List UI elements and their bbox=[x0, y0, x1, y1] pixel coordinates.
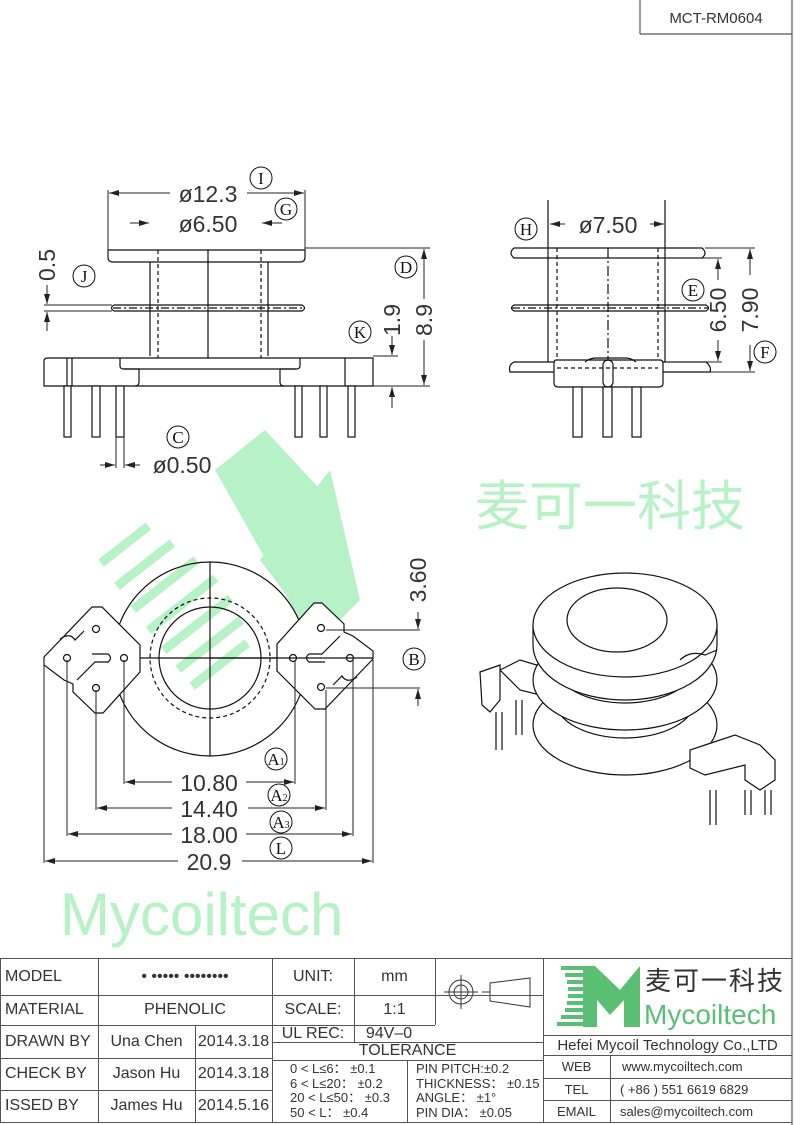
pin-pad-right bbox=[276, 602, 374, 710]
balloon-h: H bbox=[520, 220, 532, 239]
dim-overall-height: 7.90 bbox=[737, 288, 763, 333]
dim-l: 20.9 bbox=[187, 849, 232, 875]
dim-winding-height: 6.50 bbox=[705, 288, 731, 333]
unit-label: UNIT: bbox=[293, 967, 333, 985]
dim-inner-width: ø7.50 bbox=[579, 212, 638, 238]
front-view bbox=[43, 249, 374, 438]
scale-value: 1:1 bbox=[383, 1001, 406, 1018]
logo-chinese: 麦可一科技 bbox=[645, 966, 786, 997]
balloon-d: D bbox=[400, 258, 412, 277]
tel-label: TEL bbox=[564, 1081, 589, 1097]
dim-pin-diameter: ø0.50 bbox=[153, 452, 212, 478]
front-view-dimensions bbox=[44, 190, 430, 468]
email-label: EMAIL bbox=[556, 1103, 596, 1119]
balloon-a1: A1 bbox=[267, 750, 284, 769]
balloon-b: B bbox=[408, 650, 419, 669]
drawing-number: MCT-RM0604 bbox=[669, 10, 762, 27]
front-pins bbox=[63, 385, 356, 438]
side-view-labels: H ø7.50 E 6.50 7.90 F bbox=[514, 212, 777, 364]
dim-total-height: 8.9 bbox=[411, 304, 437, 336]
dim-slot-thickness: 0.5 bbox=[34, 249, 60, 281]
side-view-dimensions bbox=[550, 221, 755, 373]
pin-pad-left bbox=[43, 606, 141, 714]
tolerance-ranges: 0 < L≤6： ±0.1 6 < L≤20： ±0.2 20 < L≤50： … bbox=[290, 1061, 390, 1120]
drawn-by-label: DRAWN BY bbox=[5, 1032, 91, 1050]
balloon-j: J bbox=[81, 267, 88, 286]
logo-stripes bbox=[557, 966, 583, 1026]
bottom-view-labels: 3.60 B 10.80 14.40 18.00 20.9 A1 A2 A3 L bbox=[180, 558, 431, 875]
side-view bbox=[508, 200, 712, 438]
tolerance-range: 6 < L≤20： ±0.2 bbox=[290, 1075, 383, 1091]
tolerance-item: PIN DIA： ±0.05 bbox=[416, 1104, 513, 1120]
balloon-i: I bbox=[258, 169, 264, 188]
watermark-latin: Mycoiltech bbox=[60, 881, 343, 948]
balloon-g: G bbox=[280, 200, 292, 219]
balloon-e: E bbox=[688, 281, 698, 300]
issued-by-label: ISSED BY bbox=[5, 1097, 79, 1114]
issued-by-date: 2014.5.16 bbox=[197, 1097, 270, 1114]
dim-flange-diameter: ø12.3 bbox=[179, 181, 238, 207]
dim-base-height: 1.9 bbox=[379, 304, 405, 336]
balloon-a2: A2 bbox=[270, 786, 287, 805]
balloon-l: L bbox=[276, 839, 286, 858]
tel-value: ( +86 ) 551 6619 6829 bbox=[620, 1081, 749, 1097]
scale-label: SCALE: bbox=[284, 1001, 342, 1018]
dim-a3: 18.00 bbox=[180, 822, 238, 848]
projection-symbol-icon bbox=[444, 975, 531, 1009]
model-value: • ••••• •••••••• bbox=[141, 967, 229, 985]
logo-english: Mycoiltech bbox=[644, 999, 777, 1030]
dim-pin-offset: 3.60 bbox=[405, 558, 431, 603]
ul-rec-value: 94V–0 bbox=[365, 1024, 413, 1042]
balloon-c: C bbox=[172, 428, 183, 447]
check-by-label: CHECK BY bbox=[5, 1065, 87, 1082]
unit-value: mm bbox=[381, 967, 408, 985]
email-link[interactable]: sales@mycoiltech.com bbox=[620, 1103, 754, 1119]
material-value: PHENOLIC bbox=[144, 1001, 226, 1018]
dim-a2: 14.40 bbox=[180, 796, 238, 822]
tolerance-title: TOLERANCE bbox=[358, 1042, 457, 1059]
company-logo bbox=[557, 966, 640, 1027]
drawn-by-name: Una Chen bbox=[110, 1032, 183, 1050]
front-view-labels: ø12.3 I ø6.50 G 0.5 J D K 1.9 8.9 C ø0.5… bbox=[34, 166, 437, 478]
check-by-date: 2014.3.18 bbox=[197, 1065, 270, 1082]
drawn-by-date: 2014.3.18 bbox=[197, 1032, 270, 1050]
dim-core-diameter: ø6.50 bbox=[179, 211, 238, 237]
watermark-chinese: 麦可一科技 bbox=[475, 475, 745, 538]
check-by-name: Jason Hu bbox=[112, 1065, 181, 1082]
dim-a1: 10.80 bbox=[180, 770, 238, 796]
company-name: Hefei Mycoil Technology Co.,LTD bbox=[557, 1036, 778, 1054]
web-link[interactable]: www.mycoiltech.com bbox=[622, 1059, 743, 1074]
balloon-circle bbox=[249, 166, 273, 190]
tolerance-item: ANGLE： ±1° bbox=[416, 1090, 497, 1105]
balloon-f: F bbox=[760, 343, 769, 362]
frame bbox=[639, 0, 793, 1125]
issued-by-name: James Hu bbox=[110, 1097, 183, 1114]
balloon-k: K bbox=[354, 323, 367, 342]
tolerance-item: THICKNESS： ±0.15 bbox=[416, 1075, 540, 1091]
isometric-view bbox=[479, 572, 776, 825]
tolerance-range: 20 < L≤50： ±0.3 bbox=[290, 1090, 390, 1105]
watermark: 麦可一科技 Mycoiltech bbox=[60, 430, 745, 948]
tolerance-range: 0 < L≤6： ±0.1 bbox=[290, 1061, 376, 1076]
tolerance-other: PIN PITCH:±0.2 THICKNESS： ±0.15 ANGLE： ±… bbox=[416, 1061, 540, 1120]
model-label: MODEL bbox=[5, 967, 62, 985]
tolerance-item: PIN PITCH:±0.2 bbox=[416, 1061, 510, 1076]
bottom-view-dimensions bbox=[43, 612, 421, 864]
bottom-view bbox=[43, 561, 374, 757]
web-label: WEB bbox=[561, 1059, 592, 1074]
tolerance-range: 50 < L： ±0.4 bbox=[290, 1104, 369, 1120]
balloon-a3: A3 bbox=[272, 813, 289, 832]
ul-rec-label: UL REC: bbox=[281, 1024, 345, 1042]
material-label: MATERIAL bbox=[5, 1001, 84, 1018]
